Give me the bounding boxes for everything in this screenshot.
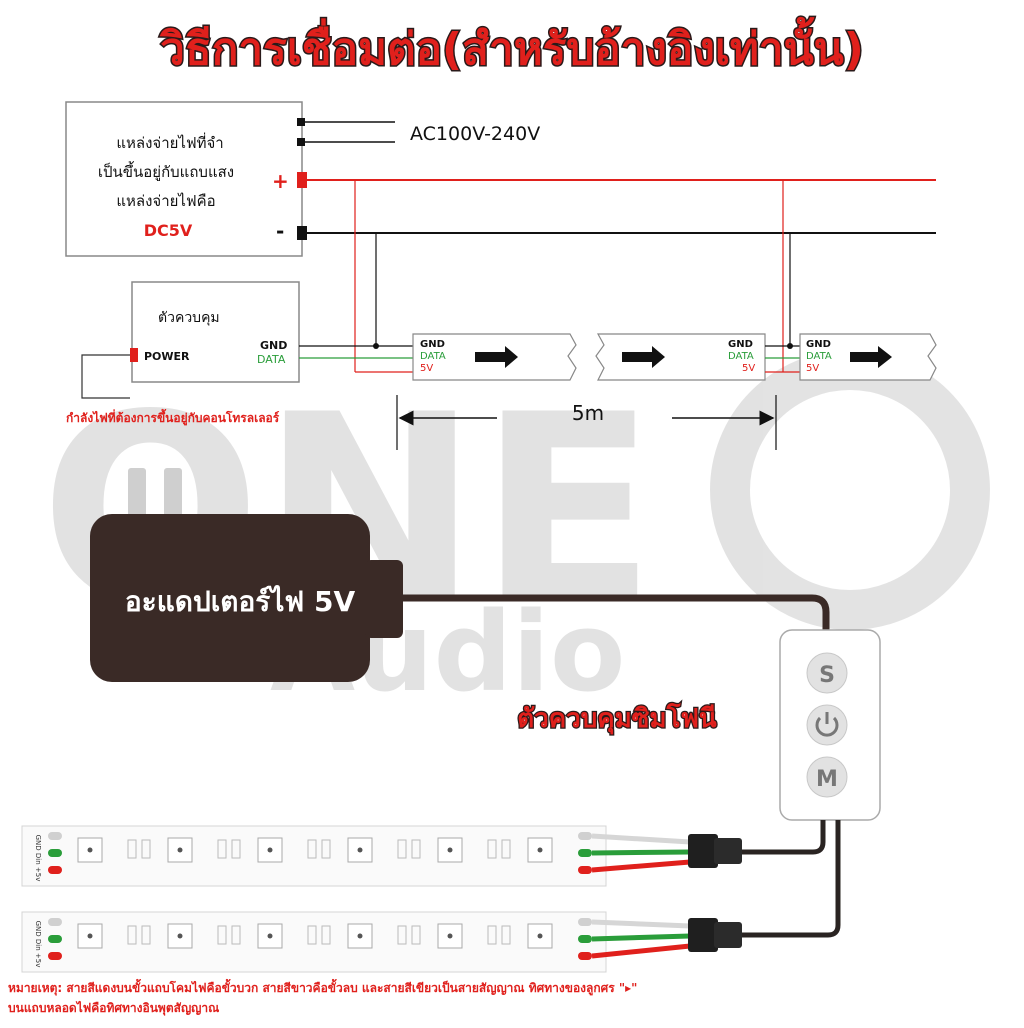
ac-terminal-2 [297, 138, 305, 146]
ac-terminal-1 [297, 118, 305, 126]
remote-s-label: S [819, 663, 835, 688]
strip2-data: DATA [728, 351, 754, 362]
controller-label: ตัวควบคุม [158, 310, 220, 326]
connector-b-female [688, 918, 718, 952]
psu-text-line3: แหล่งจ่ายไฟคือ [116, 192, 215, 210]
controller-gnd: GND [260, 339, 287, 352]
controller-power-note: กำลังไฟที่ต้องการขึ้นอยู่กับคอนโทรลเลอร์ [66, 408, 280, 426]
footnote-line1: หมายเหตุ: สายสีแดงบนขั้วแถบโคมไฟคือขั้วบ… [8, 981, 638, 995]
ac-label: AC100V-240V [410, 123, 540, 145]
strip2-gnd: GND [728, 339, 753, 350]
strip2-arrow-icon [622, 346, 665, 368]
led-strip-a: GND Din +5v [21, 825, 607, 887]
pcb-b-gnd: GND [34, 921, 42, 937]
psu-box [65, 101, 303, 257]
page-title: วิธีการเชื่อมต่อ(สำหรับอ้างอิงเท่านั้น) [159, 16, 864, 75]
plus-sign: + [272, 169, 289, 193]
pcb-a-5v: +5v [34, 867, 42, 881]
remote-s-button[interactable] [806, 652, 848, 694]
connector-a-female [688, 834, 718, 868]
psu-voltage: DC5V [144, 221, 193, 240]
power-terminal [130, 348, 138, 362]
minus-terminal [297, 226, 307, 240]
controller-box [131, 281, 300, 383]
svg-text:GND Din +5v: GND Din +5v [34, 835, 42, 882]
strip1-data: DATA [420, 351, 446, 362]
strip3-5v: 5V [806, 363, 819, 374]
strip3-gnd: GND [806, 339, 831, 350]
adapter-prong-2 [164, 468, 182, 524]
pcb-a-din: Din [34, 853, 42, 865]
remote-m-button[interactable] [806, 756, 848, 798]
minus-sign: - [276, 219, 284, 243]
length-label: 5m [572, 401, 604, 425]
power-label: POWER [144, 350, 190, 363]
svg-text:GND Din +5v: GND Din +5v [34, 921, 42, 968]
adapter-cable [403, 594, 830, 632]
strip3-arrow-icon [850, 346, 892, 368]
strip-segment-2 [595, 333, 766, 381]
remote-power-button[interactable] [806, 704, 848, 746]
adapter-cable-boot [365, 560, 403, 638]
led-strip-b: GND Din +5v [21, 911, 607, 973]
strip1-arrow-icon [475, 346, 518, 368]
adapter-prong-1 [128, 468, 146, 524]
psu-text-line1: แหล่งจ่ายไฟที่จำ [116, 132, 223, 152]
connector-a-male [714, 838, 742, 864]
plus-terminal [297, 172, 307, 188]
strip2-5v: 5V [742, 363, 755, 374]
power-icon [815, 712, 839, 737]
pcb-b-5v: +5v [34, 953, 42, 967]
strip1-gnd: GND [420, 339, 445, 350]
pcb-b-din: Din [34, 939, 42, 951]
strip1-5v: 5V [420, 363, 433, 374]
controller-data: DATA [257, 353, 286, 366]
connector-b-male [714, 922, 742, 948]
pcb-a-gnd: GND [34, 835, 42, 851]
power-adapter [90, 514, 370, 682]
strip3-data: DATA [806, 351, 832, 362]
adapter-label: อะแดปเตอร์ไฟ 5V [125, 585, 356, 618]
symphony-label: ตัวควบคุมซิมโฟนี [517, 702, 717, 735]
footnote-line2: บนแถบหลอดไฟคือทิศทางอินพุตสัญญาณ [8, 1001, 220, 1015]
psu-text-line2: เป็นขึ้นอยู่กับแถบแสง [98, 161, 234, 181]
remote-m-label: M [816, 767, 838, 792]
